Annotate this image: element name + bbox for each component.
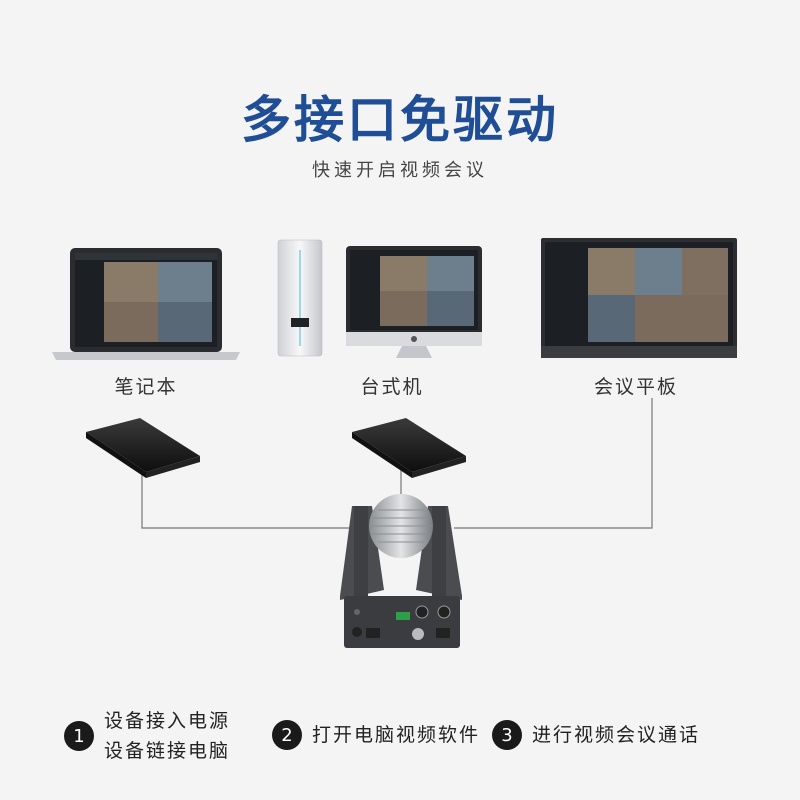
step-3: 3 进行视频会议通话 — [492, 720, 700, 750]
step-2: 2 打开电脑视频软件 — [272, 720, 480, 750]
step-text: 设备链接电脑 — [104, 740, 231, 762]
ptz-camera-image — [340, 494, 462, 648]
conference-panel-image — [541, 238, 737, 358]
laptop-label: 笔记本 — [114, 376, 178, 398]
step-text: 进行视频会议通话 — [532, 724, 701, 746]
capture-card-left — [86, 418, 200, 478]
page-title: 多接口免驱动 — [241, 91, 559, 149]
step-number: 3 — [492, 720, 522, 750]
step-1: 1 设备接入电源 设备链接电脑 — [64, 706, 230, 766]
step-number: 2 — [272, 720, 302, 750]
desktop-tower-image — [277, 239, 323, 357]
page-subtitle: 快速开启视频会议 — [312, 160, 488, 181]
desktop-monitor-image — [346, 246, 482, 358]
panel-label: 会议平板 — [593, 376, 678, 398]
laptop-image — [52, 248, 240, 360]
desktop-label: 台式机 — [360, 376, 424, 398]
step-text: 设备接入电源 — [104, 710, 231, 732]
step-text: 打开电脑视频软件 — [312, 724, 481, 746]
capture-card-right — [352, 418, 466, 478]
step-number: 1 — [64, 721, 94, 751]
